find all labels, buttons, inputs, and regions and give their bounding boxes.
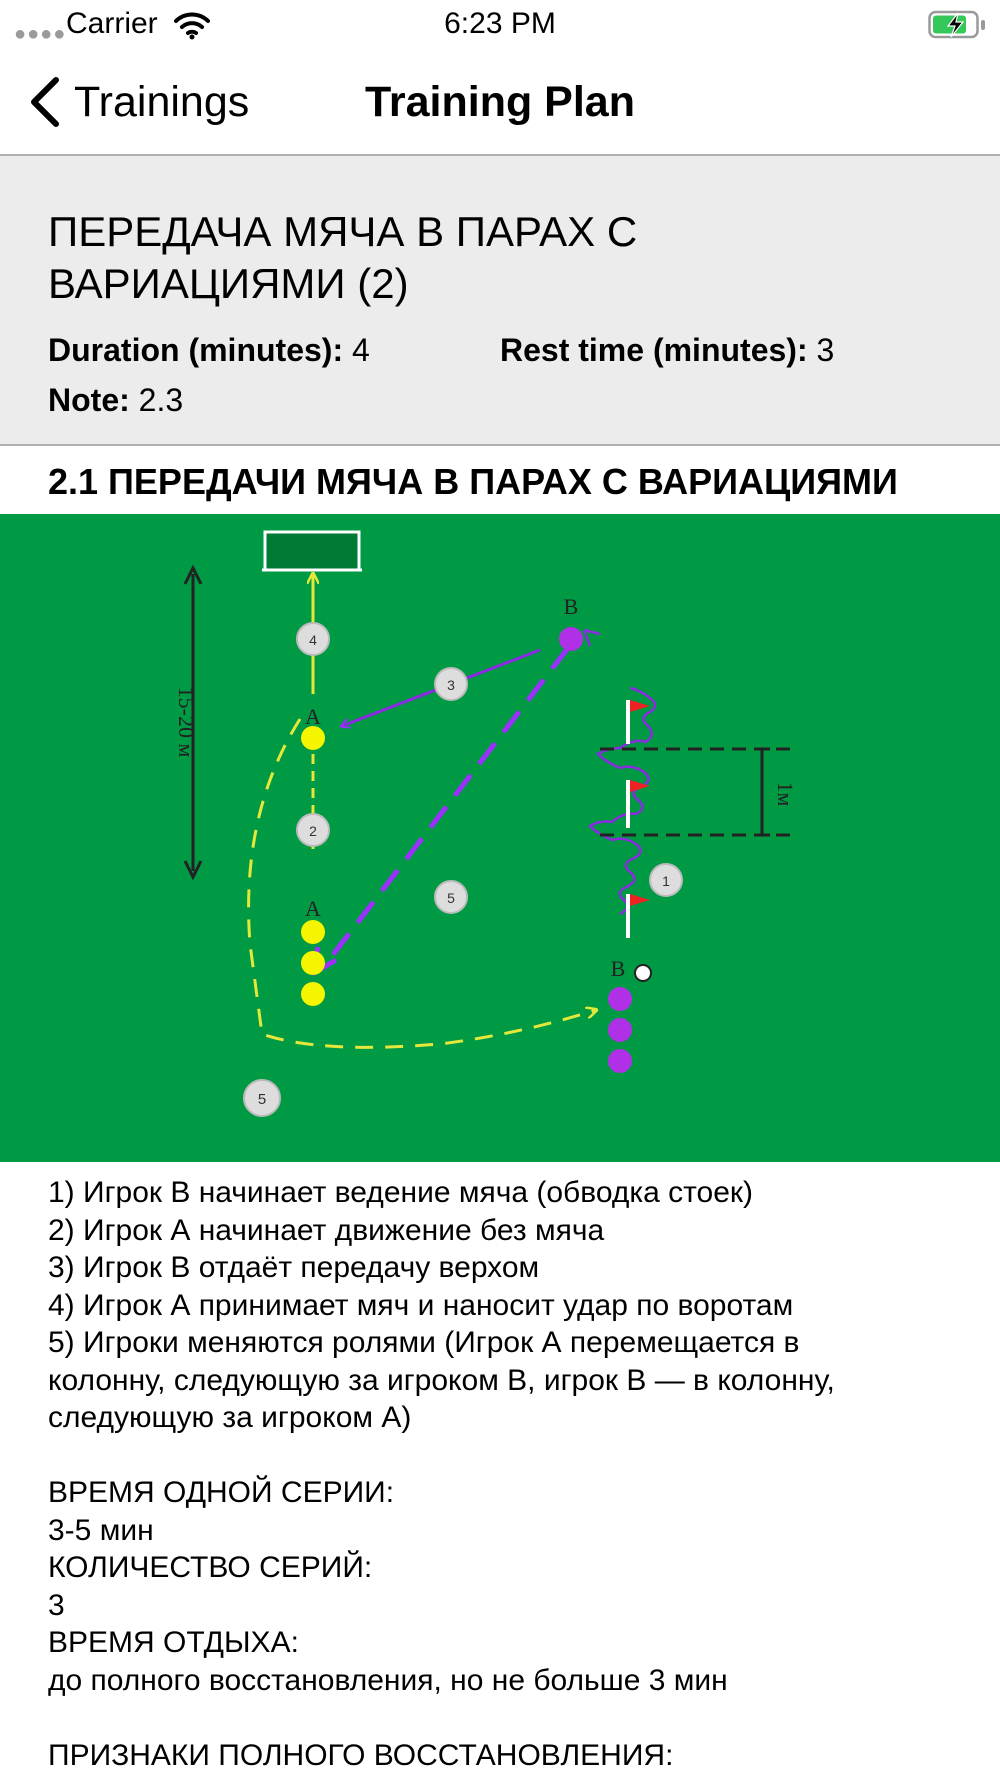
drill-diagram: 15-20 м 1м [0,514,1000,1162]
back-button-label: Trainings [74,78,250,126]
note-field: Note: 2.3 [48,380,183,420]
rest-time-field: Rest time (minutes): 3 [500,330,834,370]
gap-label: 1м [773,782,798,807]
step-marker: 4 [296,622,330,656]
exercise-header: ПЕРЕДАЧА МЯЧА В ПАРАХ С ВАРИАЦИЯМИ (2) D… [0,156,1000,446]
distance-marker [183,564,203,881]
description-line: 3) Игрок В отдаёт передачу верхом [48,1251,540,1284]
description-line: 3 [48,1588,65,1622]
rest-time-value: 3 [816,332,835,368]
description-line: ПРИЗНАКИ ПОЛНОГО ВОССТАНОВЛЕНИЯ: [48,1738,674,1772]
player-b-token [608,1049,632,1073]
back-button[interactable]: Trainings [28,74,249,130]
svg-text:5: 5 [258,1091,266,1108]
clock-time: 6:23 PM [444,7,556,40]
flag-pole-icon [626,780,650,828]
page-title: Training Plan [365,78,635,126]
player-a-token [301,726,325,750]
duration-label: Duration (minutes): [48,332,344,368]
gap-marker [600,747,790,837]
description-line [48,1437,988,1475]
player-b-token [608,1018,632,1042]
svg-text:1: 1 [662,873,670,889]
description-line: следующую за игроком А) [48,1401,412,1434]
battery-charging-icon [928,10,986,45]
description-line: 5) Игроки меняются ролями (Игрок А перем… [48,1326,800,1359]
player-b-token [559,627,583,651]
wifi-icon [174,10,210,45]
status-bar: ●●●● Carrier 6:23 PM [0,0,1000,50]
description-line: ВРЕМЯ ОДНОЙ СЕРИИ: [48,1476,395,1509]
player-b-label: B [564,594,579,619]
duration-value: 4 [351,332,370,368]
description-line: колонну, следующую за игроком В, игрок В… [48,1363,835,1397]
description-line: 4) Игрок А принимает мяч и наносит удар … [48,1288,794,1322]
step-marker: 5 [434,880,468,914]
distance-label: 15-20 м [174,687,199,758]
note-value: 2.3 [138,382,184,418]
goal-icon [262,530,362,572]
description-line [48,1699,988,1737]
player-b-token [608,987,632,1011]
rest-time-label: Rest time (minutes): [500,332,808,368]
player-a-label: A [305,704,321,729]
section-title: 2.1 ПЕРЕДАЧИ МЯЧА В ПАРАХ С ВАРИАЦИЯМИ [48,461,898,502]
svg-text:5: 5 [447,890,455,906]
description-line: до полного восстановления, но не больше … [48,1663,728,1697]
signal-icon: ●●●● [14,23,67,45]
player-b-label: B [611,956,626,981]
svg-text:2: 2 [309,823,317,839]
navigation-bar: Trainings Training Plan [0,50,1000,156]
svg-text:4: 4 [309,632,317,648]
description-line: ВРЕМЯ ОТДЫХА: [48,1626,299,1659]
flag-pole-icon [626,700,650,744]
player-a-token [301,920,325,944]
svg-text:3: 3 [447,677,455,693]
chevron-left-icon [31,77,59,127]
carrier-label: Carrier [66,7,158,40]
step-marker: 2 [296,813,330,847]
description-line: КОЛИЧЕСТВО СЕРИЙ: [48,1551,373,1584]
description-line: 1) Игрок В начинает ведение мяча (обводк… [48,1176,754,1209]
player-a-token [301,982,325,1006]
description-line: 2) Игрок А начинает движение без мяча [48,1213,605,1247]
step-marker: 5 [243,1079,281,1117]
player-a-label: A [305,896,321,921]
description-line: 3-5 мин [48,1513,154,1547]
exercise-title: ПЕРЕДАЧА МЯЧА В ПАРАХ С ВАРИАЦИЯМИ (2) [48,208,638,307]
ball-icon [634,964,652,982]
duration-field: Duration (minutes): 4 [48,330,370,370]
flag-pole-icon [626,894,650,938]
exercise-description: 1) Игрок В начинает ведение мяча (обводк… [48,1174,988,1774]
note-label: Note: [48,382,130,418]
step-marker: 1 [649,863,683,897]
player-a-token [301,951,325,975]
step-marker: 3 [434,667,468,701]
